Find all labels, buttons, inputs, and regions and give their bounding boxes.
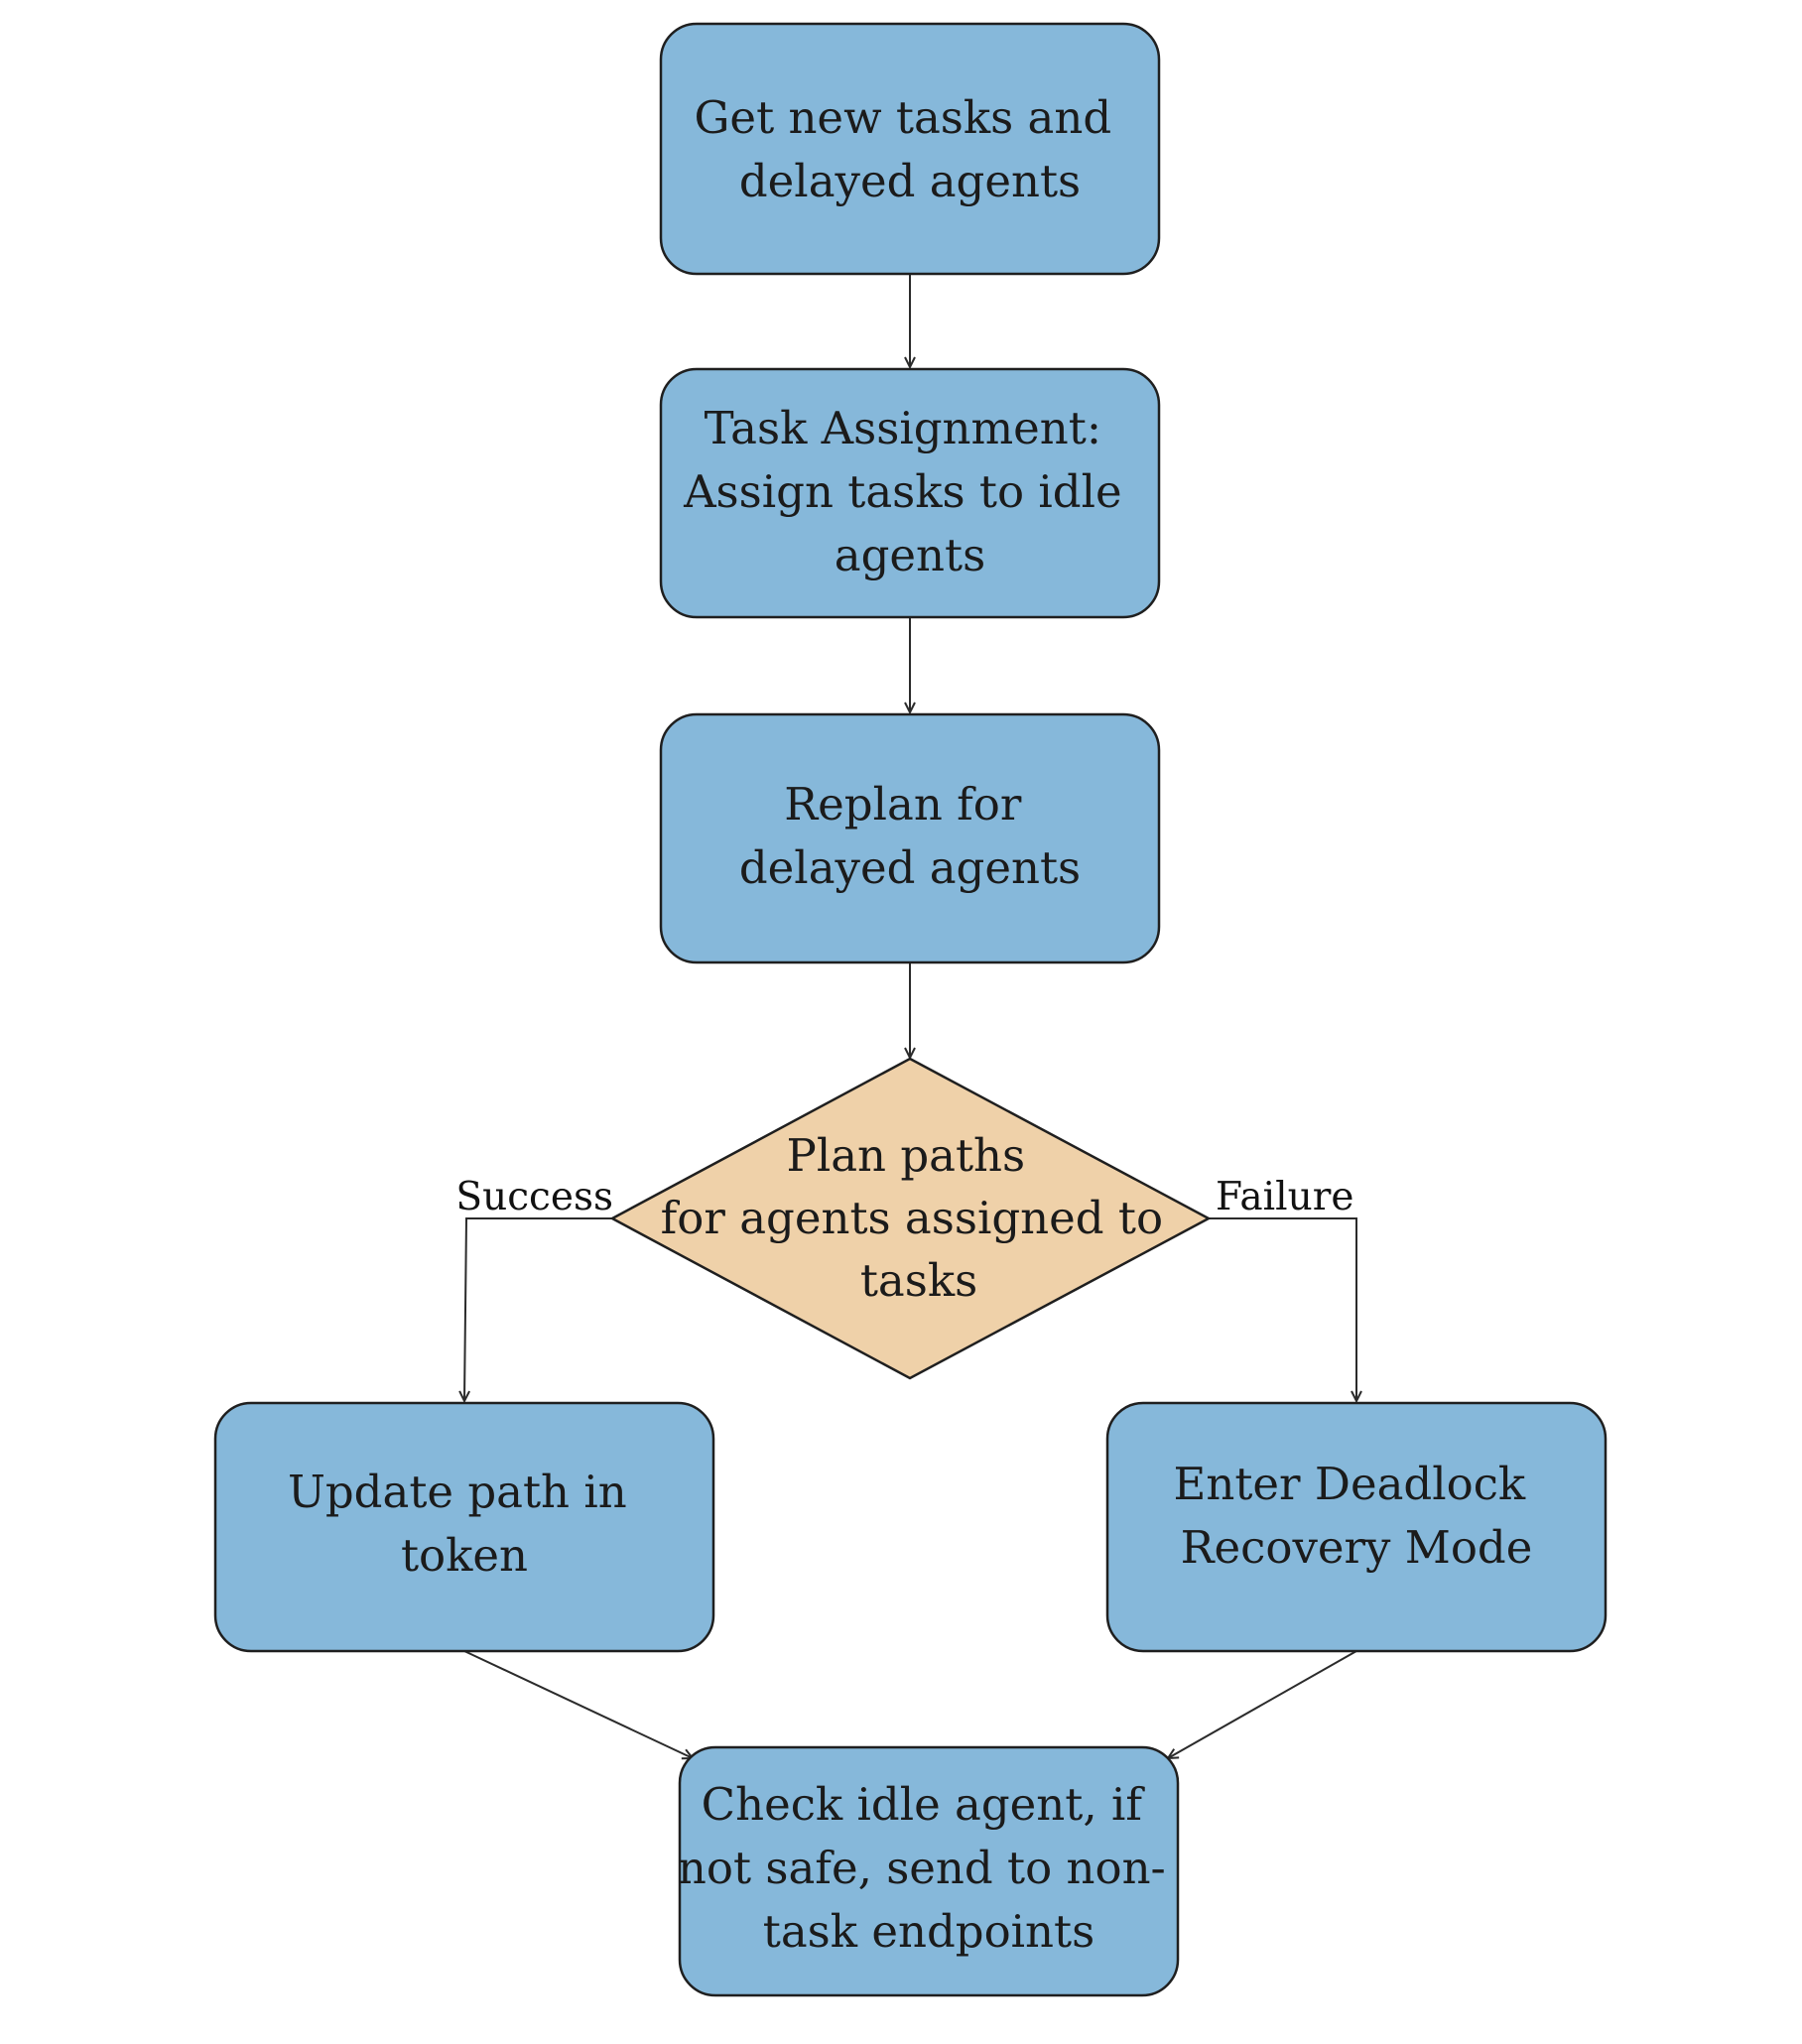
node-update-path: Update path in token	[213, 1401, 715, 1653]
node-replan-line-2: delayed agents	[739, 841, 1081, 894]
node-update-path-label: Update path in token	[288, 1466, 641, 1582]
edge-label-failure: Failure	[1216, 1175, 1353, 1219]
node-plan-paths-label: Plan paths for agents assigned to tasks	[661, 1129, 1178, 1307]
node-deadlock-recovery-box	[1105, 1401, 1608, 1653]
node-plan-paths-diamond	[609, 1057, 1212, 1380]
node-plan-paths-line-3: tasks	[860, 1254, 977, 1307]
node-deadlock-recovery-line-2: Recovery Mode	[1181, 1521, 1533, 1574]
node-replan: Replan for delayed agents	[659, 712, 1161, 964]
node-update-path-box	[213, 1401, 715, 1653]
edges	[464, 274, 1356, 1758]
node-check-idle-box	[678, 1745, 1180, 1997]
edge-label-success: Success	[455, 1175, 613, 1219]
node-task-assignment-line-1: Task Assignment:	[705, 402, 1101, 454]
node-plan-paths-line-1: Plan paths	[787, 1129, 1026, 1182]
node-plan-paths: Plan paths for agents assigned to tasks	[609, 1057, 1212, 1380]
node-update-path-line-1: Update path in	[288, 1466, 627, 1518]
node-check-idle-line-2: not safe, send to non-	[678, 1842, 1166, 1894]
node-task-assignment: Task Assignment: Assign tasks to idle ag…	[659, 367, 1161, 619]
node-get-tasks-line-2: delayed agents	[739, 155, 1081, 207]
node-task-assignment-line-3: agents	[835, 529, 985, 581]
node-replan-box	[659, 712, 1161, 964]
node-update-path-line-2: token	[401, 1529, 528, 1582]
node-get-tasks-box	[659, 22, 1161, 276]
node-get-tasks: Get new tasks and delayed agents	[659, 22, 1161, 276]
node-check-idle: Check idle agent, if not safe, send to n…	[678, 1745, 1180, 1997]
edge-success-to-update-path	[464, 1217, 612, 1401]
node-check-idle-line-1: Check idle agent, if	[702, 1778, 1146, 1831]
node-deadlock-recovery-line-1: Enter Deadlock	[1174, 1458, 1526, 1510]
node-replan-label: Replan for delayed agents	[739, 778, 1081, 894]
node-deadlock-recovery: Enter Deadlock Recovery Mode	[1105, 1401, 1608, 1653]
node-get-tasks-label: Get new tasks and delayed agents	[694, 91, 1125, 207]
node-replan-line-1: Replan for	[784, 778, 1022, 830]
node-task-assignment-label: Task Assignment: Assign tasks to idle ag…	[683, 402, 1136, 581]
node-deadlock-recovery-label: Enter Deadlock Recovery Mode	[1174, 1458, 1540, 1574]
edge-deadlock-recovery-to-check-idle	[1168, 1650, 1357, 1758]
node-get-tasks-line-1: Get new tasks and	[694, 91, 1111, 144]
node-check-idle-label: Check idle agent, if not safe, send to n…	[678, 1778, 1180, 1958]
node-task-assignment-line-2: Assign tasks to idle	[683, 465, 1122, 518]
edge-failure-to-deadlock-recovery	[1209, 1217, 1356, 1401]
node-task-assignment-box	[659, 367, 1161, 619]
node-plan-paths-line-2: for agents assigned to	[661, 1192, 1163, 1244]
edge-update-path-to-check-idle	[463, 1650, 693, 1758]
node-check-idle-line-3: task endpoints	[763, 1905, 1094, 1958]
